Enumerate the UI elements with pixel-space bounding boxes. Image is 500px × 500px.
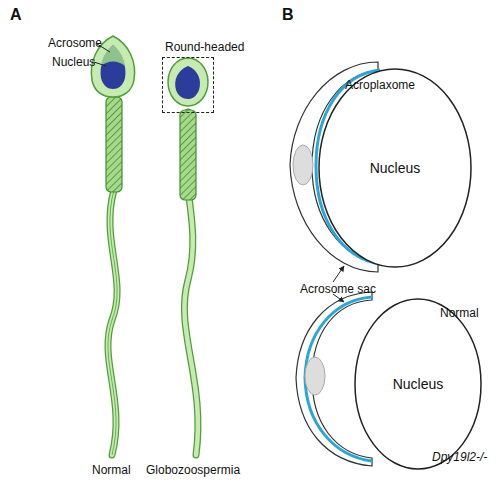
node-text: Round-headed [165, 39, 244, 55]
panel-letter: B [282, 6, 294, 24]
leader-arrow [333, 266, 344, 282]
nucleus-ellipse: Nucleus [354, 298, 482, 470]
condition-label: Normal [440, 306, 479, 320]
sperm-label: Normal [92, 463, 131, 477]
part-label: Acrosome sac [300, 282, 376, 296]
part-label: Nucleus [52, 55, 95, 69]
normal-sperm [91, 36, 134, 455]
sperm-label: Globozoospermia [146, 463, 240, 477]
panel-letter: A [10, 6, 22, 24]
part-label: Acroplaxome [345, 78, 415, 92]
genotype-label: Dpy19l2-/- [432, 450, 487, 464]
nucleus-ellipse: Nucleus [318, 68, 472, 268]
part-label: Acrosome [48, 36, 102, 50]
round-headed-sperm [168, 58, 208, 455]
node-text: Nucleus [318, 160, 472, 176]
node-text: Nucleus [354, 376, 482, 392]
leader-line [94, 62, 106, 66]
dashed-highlight-box: Round-headed [162, 57, 214, 113]
